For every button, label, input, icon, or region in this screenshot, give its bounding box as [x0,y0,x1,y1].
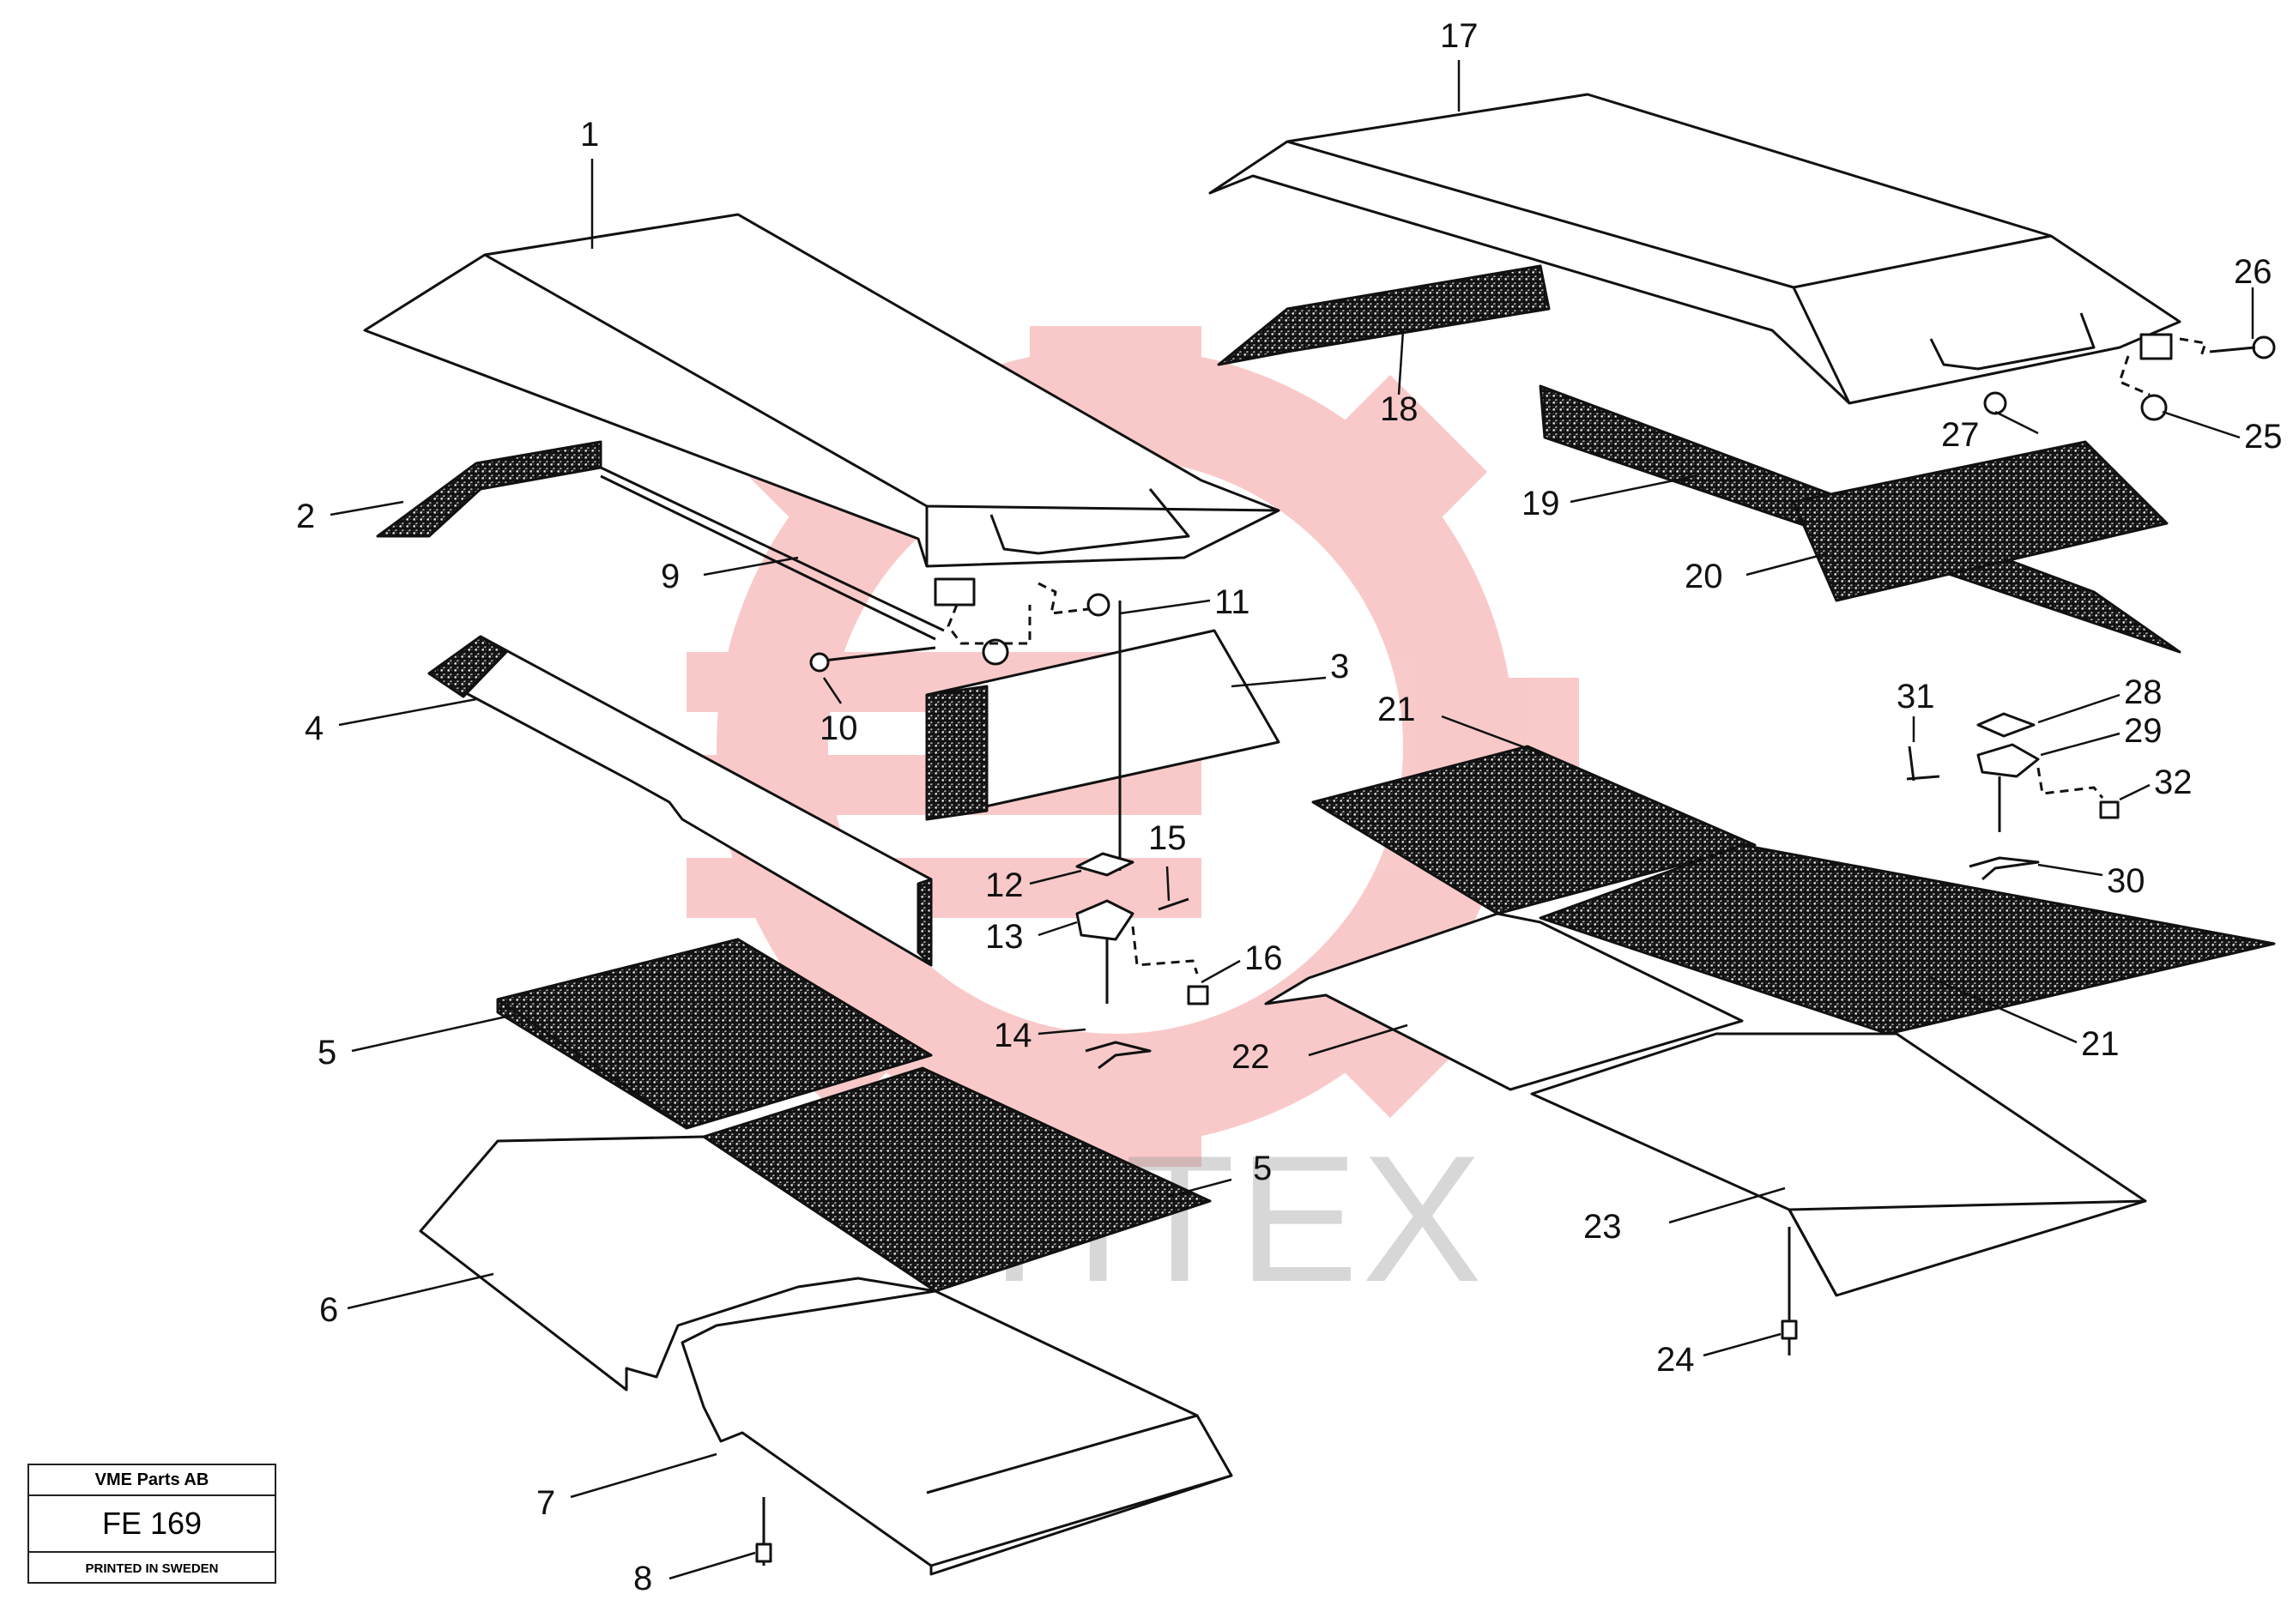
part-20-panel [1792,440,2169,602]
part-22-floor-panel [1264,912,1744,1091]
title-block-printed: PRINTED IN SWEDEN [85,1561,219,1576]
leader-lines [330,60,2254,1580]
callout-6: 6 [319,1291,338,1329]
callout-5a: 5 [318,1034,336,1072]
callout-26: 26 [2234,253,2272,291]
callout-9: 9 [661,558,680,595]
callout-20: 20 [1685,558,1723,595]
callout-13: 13 [985,918,1024,956]
callout-21b: 21 [2081,1025,2120,1063]
part-8-bolt [755,1497,772,1566]
part-18-rail [1217,264,1551,366]
part-24-bolt [1781,1227,1798,1355]
part-2-left-rail [376,440,602,538]
callout-31: 31 [1897,678,1935,715]
callout-12: 12 [985,866,1024,904]
callout-7: 7 [536,1484,555,1522]
callout-32: 32 [2154,764,2193,801]
callout-5b: 5 [1253,1150,1272,1187]
callout-14: 14 [994,1017,1032,1054]
part-17-right-hood [1208,93,2181,405]
callout-28: 28 [2124,673,2163,711]
part-21-panel-lower [1539,843,2276,1035]
callout-2: 2 [296,498,315,535]
callout-18: 18 [1380,390,1419,428]
title-block: VME Parts AB FE 169 PRINTED IN SWEDEN [27,1464,276,1584]
title-block-company: VME Parts AB [29,1465,275,1496]
title-block-code: FE 169 [29,1496,275,1553]
callout-29: 29 [2124,712,2163,750]
hinge-bracket-right [1983,333,2276,421]
part-3-side-panel [925,629,1280,821]
callout-4: 4 [305,709,324,747]
callout-30: 30 [2107,862,2145,900]
latch-assembly-right [1906,712,2120,881]
callout-27: 27 [1941,416,1980,454]
callout-22: 22 [1231,1038,1270,1076]
callout-24: 24 [1656,1341,1695,1379]
part-5-panel-upper [496,938,933,1130]
callout-15: 15 [1148,819,1187,857]
callout-3: 3 [1330,648,1349,685]
hinge-bracket-left [809,577,1110,673]
callout-23: 23 [1583,1208,1622,1246]
part-23-front-panel [1530,1032,2147,1297]
part-21-panel-upper [1311,745,1757,915]
callout-1: 1 [580,116,599,154]
latch-assembly-left [1075,852,1209,1070]
callout-11: 11 [1214,583,1250,621]
callout-10: 10 [820,709,858,747]
callout-17: 17 [1440,17,1479,55]
callout-19: 19 [1522,485,1560,522]
callout-25: 25 [2244,418,2283,456]
part-1-left-hood [363,213,1280,568]
callout-21a: 21 [1377,691,1416,728]
callout-16: 16 [1244,939,1283,977]
part-9-rod [600,466,945,641]
part-6-front-panel [419,1135,937,1392]
part-7-lower-cover [681,1289,1233,1576]
callout-labels: 1 2 3 4 5 5 6 7 8 9 10 11 12 13 14 15 16… [296,17,2283,1597]
part-4-left-skirt [427,635,933,967]
callout-8: 8 [633,1560,652,1597]
